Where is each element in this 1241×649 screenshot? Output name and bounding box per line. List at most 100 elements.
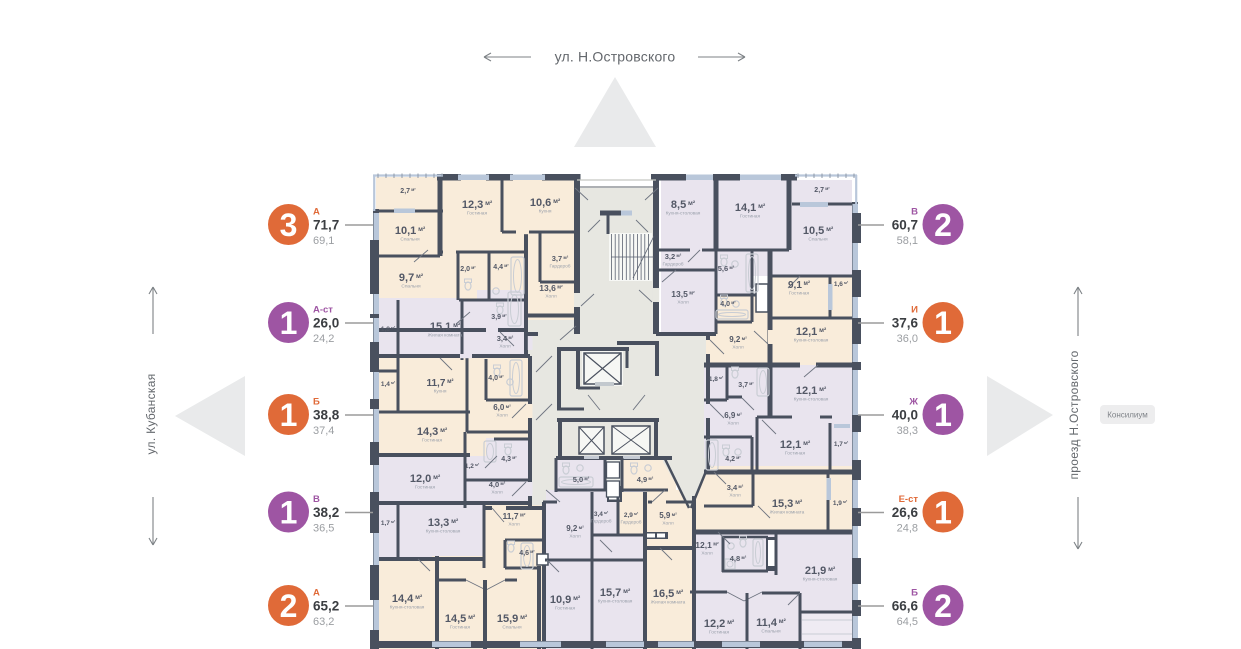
- svg-text:Холл: Холл: [727, 421, 739, 427]
- svg-text:Холл: Холл: [491, 490, 503, 496]
- svg-text:58,1: 58,1: [897, 235, 918, 247]
- svg-text:Спальня: Спальня: [808, 237, 828, 243]
- svg-text:4,4 м²: 4,4 м²: [493, 263, 509, 271]
- svg-text:3,4 м²: 3,4 м²: [497, 334, 514, 343]
- svg-text:Гостиная: Гостиная: [785, 451, 806, 457]
- svg-text:Холл: Холл: [496, 413, 508, 419]
- svg-text:4,9 м²: 4,9 м²: [637, 475, 654, 484]
- svg-text:2: 2: [280, 588, 298, 624]
- svg-text:Кухня-столовая: Кухня-столовая: [666, 211, 701, 217]
- svg-text:Холл: Холл: [569, 534, 581, 540]
- svg-text:2,7 м²: 2,7 м²: [814, 186, 830, 194]
- svg-text:Холл: Холл: [677, 300, 689, 306]
- svg-text:26,6: 26,6: [892, 505, 919, 520]
- svg-text:3,9 м²: 3,9 м²: [491, 313, 507, 321]
- svg-text:9,2 м²: 9,2 м²: [566, 524, 584, 533]
- svg-text:3,4 м²: 3,4 м²: [594, 510, 609, 518]
- svg-text:26,0: 26,0: [313, 316, 339, 331]
- svg-text:Гостиная: Гостиная: [555, 606, 576, 612]
- svg-text:1: 1: [280, 397, 298, 433]
- svg-text:1,8 м²: 1,8 м²: [381, 325, 396, 333]
- svg-text:Гостиная: Гостиная: [709, 630, 730, 636]
- svg-text:Гостиная: Гостиная: [740, 214, 761, 220]
- svg-text:А-ст: А-ст: [313, 305, 333, 316]
- svg-text:1: 1: [280, 495, 298, 531]
- svg-text:Холл: Холл: [545, 294, 557, 300]
- svg-text:66,6: 66,6: [892, 599, 919, 614]
- svg-text:Кухня-столовая: Кухня-столовая: [390, 605, 425, 611]
- svg-text:4,0 м²: 4,0 м²: [489, 480, 506, 489]
- svg-text:71,7: 71,7: [313, 218, 339, 233]
- svg-text:1,7 м²: 1,7 м²: [381, 519, 396, 527]
- svg-text:Спальня: Спальня: [761, 629, 781, 635]
- svg-text:3: 3: [280, 207, 298, 243]
- svg-text:Гардероб: Гардероб: [549, 264, 570, 270]
- svg-text:3,7 м²: 3,7 м²: [552, 254, 569, 263]
- svg-text:9,2 м²: 9,2 м²: [729, 335, 747, 344]
- svg-text:40,0: 40,0: [892, 408, 918, 423]
- svg-text:Гостиная: Гостиная: [467, 211, 488, 217]
- svg-text:1,9 м²: 1,9 м²: [833, 499, 848, 507]
- svg-text:6,9 м²: 6,9 м²: [724, 411, 742, 420]
- svg-text:Кухня: Кухня: [539, 209, 552, 215]
- svg-text:Жилая комната: Жилая комната: [428, 333, 463, 339]
- svg-text:Холл: Холл: [662, 521, 674, 527]
- svg-text:Спальня: Спальня: [401, 284, 421, 290]
- svg-text:1,8 м²: 1,8 м²: [709, 375, 724, 383]
- svg-text:11,7 м²: 11,7 м²: [426, 378, 453, 389]
- svg-text:37,4: 37,4: [313, 425, 334, 437]
- svg-text:36,5: 36,5: [313, 523, 334, 535]
- svg-text:60,7: 60,7: [892, 218, 918, 233]
- svg-text:И: И: [911, 305, 918, 316]
- svg-text:1,2 м²: 1,2 м²: [465, 462, 480, 470]
- svg-text:24,2: 24,2: [313, 333, 334, 345]
- svg-text:Гостиная: Гостиная: [415, 485, 436, 491]
- svg-text:2,0 м²: 2,0 м²: [460, 265, 476, 273]
- svg-text:4,0 м²: 4,0 м²: [488, 374, 504, 382]
- svg-text:37,6: 37,6: [892, 316, 919, 331]
- svg-text:Жилая комната: Жилая комната: [770, 510, 805, 516]
- svg-text:4,0 м²: 4,0 м²: [720, 300, 736, 308]
- svg-text:Спальня: Спальня: [502, 625, 522, 631]
- svg-text:Холл: Холл: [732, 345, 744, 351]
- svg-text:63,2: 63,2: [313, 616, 334, 628]
- svg-text:Гардероб: Гардероб: [620, 520, 641, 526]
- svg-text:Кухня-столовая: Кухня-столовая: [426, 529, 461, 535]
- svg-text:А: А: [313, 207, 320, 218]
- svg-text:Гардероб: Гардероб: [662, 262, 683, 268]
- svg-text:Б: Б: [911, 588, 918, 599]
- svg-text:24,8: 24,8: [897, 523, 918, 535]
- svg-text:3,4 м²: 3,4 м²: [727, 483, 744, 492]
- svg-text:3,7 м²: 3,7 м²: [738, 381, 754, 389]
- svg-text:1: 1: [934, 397, 952, 433]
- svg-text:Холл: Холл: [508, 522, 520, 528]
- svg-text:ул. Кубанская: ул. Кубанская: [144, 373, 158, 454]
- svg-text:2: 2: [934, 588, 952, 624]
- svg-text:Холл: Холл: [729, 493, 741, 499]
- svg-text:38,2: 38,2: [313, 505, 339, 520]
- svg-text:13,6 м²: 13,6 м²: [539, 283, 563, 293]
- svg-text:1: 1: [280, 305, 298, 341]
- svg-text:38,3: 38,3: [897, 425, 918, 437]
- svg-text:69,1: 69,1: [313, 235, 334, 247]
- svg-text:4,8 м²: 4,8 м²: [730, 554, 747, 563]
- svg-text:Гостиная: Гостиная: [789, 291, 810, 297]
- svg-text:4,6 м²: 4,6 м²: [519, 549, 535, 557]
- svg-text:5,6 м²: 5,6 м²: [718, 264, 735, 273]
- svg-text:проезд Н.Островского: проезд Н.Островского: [1067, 350, 1081, 479]
- svg-text:2,9 м²: 2,9 м²: [624, 511, 639, 519]
- svg-text:Холл: Холл: [499, 344, 511, 350]
- svg-text:В: В: [313, 494, 320, 505]
- svg-text:Ж: Ж: [908, 397, 918, 408]
- svg-text:В: В: [911, 207, 918, 218]
- svg-text:36,0: 36,0: [897, 333, 918, 345]
- svg-text:1,7 м²: 1,7 м²: [834, 440, 849, 448]
- svg-text:13,5 м²: 13,5 м²: [671, 289, 695, 299]
- svg-text:38,8: 38,8: [313, 408, 340, 423]
- svg-text:Холл: Холл: [701, 551, 713, 557]
- svg-text:Е-ст: Е-ст: [899, 494, 919, 505]
- svg-text:11,7 м²: 11,7 м²: [503, 511, 526, 521]
- svg-text:4,3 м²: 4,3 м²: [501, 455, 517, 463]
- svg-text:ул. Н.Островского: ул. Н.Островского: [555, 49, 676, 65]
- svg-text:2,7 м²: 2,7 м²: [400, 187, 416, 195]
